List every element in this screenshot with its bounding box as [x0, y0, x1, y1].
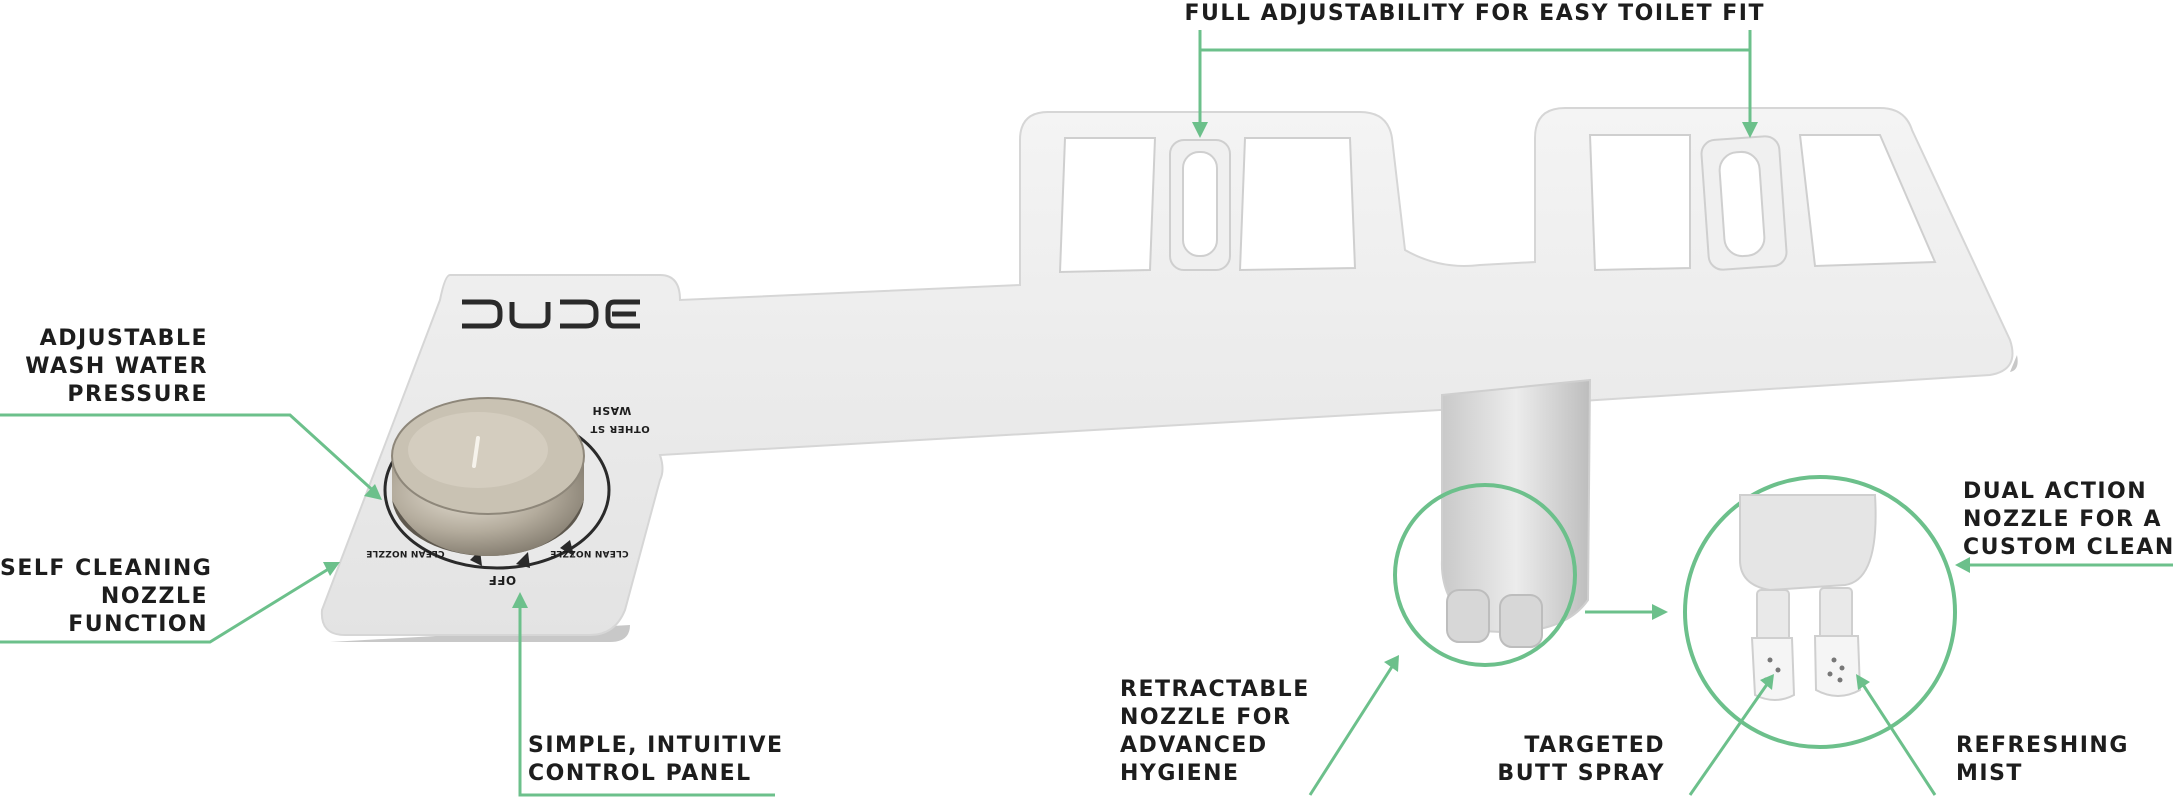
callout-retractable-line-3: ADVANCED [1120, 733, 1268, 758]
callout-retractable: RETRACTABLE NOZZLE FOR ADVANCED HYGIENE [1120, 676, 1310, 788]
callout-adjustability-line: FULL ADJUSTABILITY FOR EASY TOILET FIT [1184, 1, 1765, 26]
callout-self-cleaning-line-2: NOZZLE [100, 584, 208, 609]
callout-self-cleaning-line-3: FUNCTION [68, 612, 208, 637]
callout-self-cleaning-line-1: SELF CLEANING [0, 556, 213, 581]
callout-control-panel-line-1: SIMPLE, INTUITIVE [528, 733, 784, 758]
callout-targeted-line-1: TARGETED [1524, 733, 1665, 758]
callout-pressure-line-3: PRESSURE [67, 382, 208, 407]
nozzle-zoom [1683, 475, 1957, 749]
dial-clean-left-text: CLEAN NOZZLE [366, 548, 445, 558]
dial-other-text: OTHER ST [590, 423, 650, 434]
retractable-circle [1393, 483, 1577, 667]
callout-mist-line-1: REFRESHING [1956, 733, 2129, 758]
callout-control-panel: SIMPLE, INTUITIVE CONTROL PANEL [528, 732, 784, 788]
callout-arrowheads [323, 122, 1970, 690]
nozzle-stem [1440, 378, 1592, 648]
callout-lines [0, 30, 2173, 797]
pressure-knob [391, 397, 585, 556]
callout-mist: REFRESHING MIST [1956, 732, 2129, 788]
callout-pressure: ADJUSTABLE WASH WATER PRESSURE [10, 325, 208, 409]
callout-dual-action-line-1: DUAL ACTION [1963, 479, 2148, 504]
callout-targeted-line-2: BUTT SPRAY [1497, 761, 1665, 786]
dial-clean-right-text: CLEAN NOZZLE [550, 548, 629, 558]
bidet-plate [320, 107, 2018, 642]
callout-pressure-line-2: WASH WATER [25, 354, 208, 379]
callout-retractable-line-2: NOZZLE FOR [1120, 705, 1292, 730]
dial-wash-text: WASH [592, 404, 632, 417]
logo [462, 299, 640, 329]
callout-dual-action-line-3: CUSTOM CLEAN [1963, 535, 2173, 560]
callout-targeted: TARGETED BUTT SPRAY [1470, 732, 1665, 788]
callout-pressure-line-1: ADJUSTABLE [39, 326, 208, 351]
callout-retractable-line-4: HYGIENE [1120, 761, 1240, 786]
callout-adjustability: FULL ADJUSTABILITY FOR EASY TOILET FIT [1185, 0, 1766, 28]
callout-dual-action: DUAL ACTION NOZZLE FOR A CUSTOM CLEAN [1963, 478, 2173, 562]
callout-retractable-line-1: RETRACTABLE [1120, 677, 1310, 702]
callout-dual-action-line-2: NOZZLE FOR A [1963, 507, 2163, 532]
callout-mist-line-2: MIST [1956, 761, 2023, 786]
callout-self-cleaning: SELF CLEANING NOZZLE FUNCTION [0, 555, 213, 639]
dial-off-text: OFF [488, 573, 517, 587]
callout-control-panel-line-2: CONTROL PANEL [528, 761, 752, 786]
